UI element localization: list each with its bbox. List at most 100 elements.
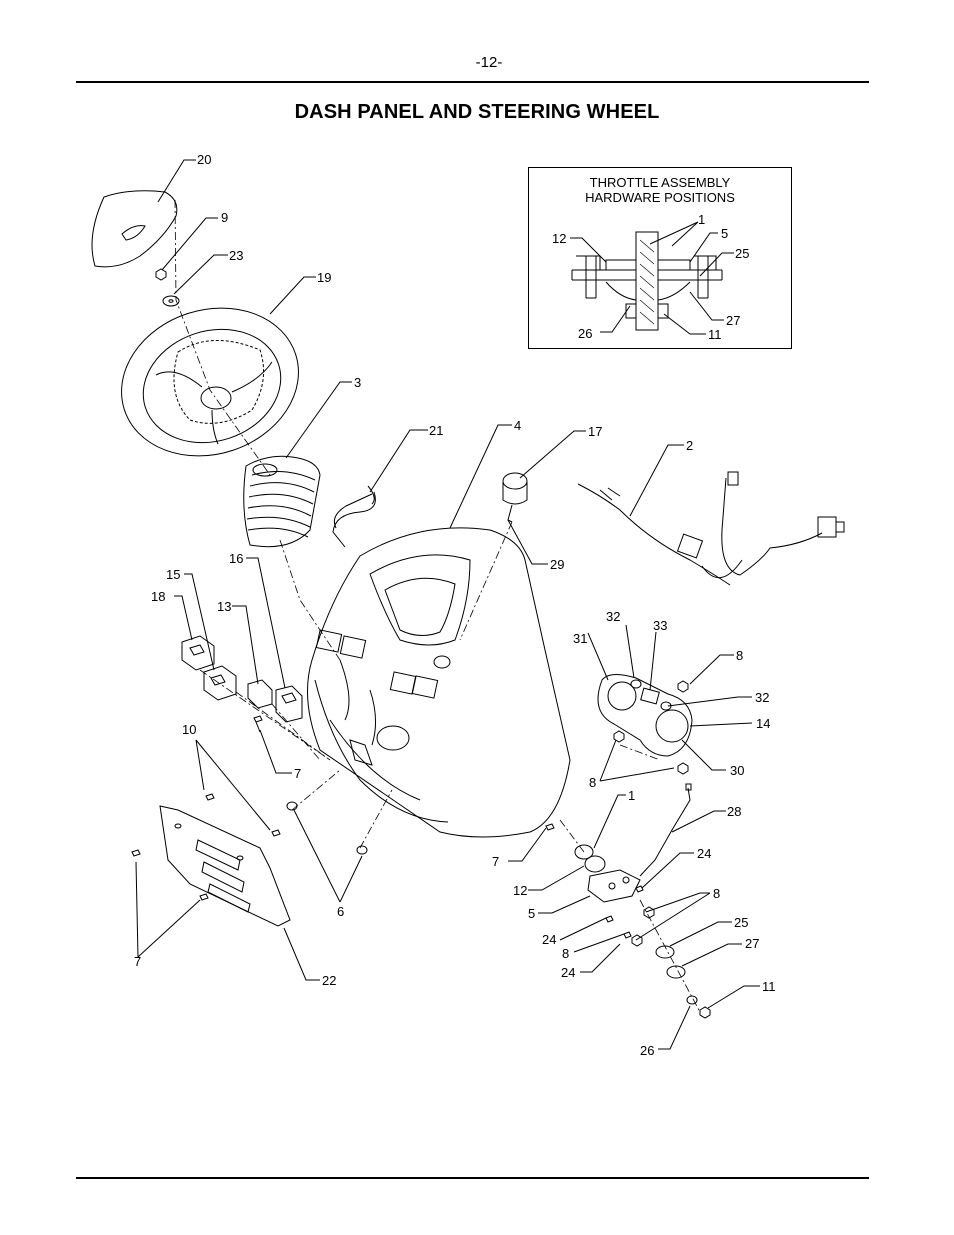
part-3-steering-boot [243,455,321,548]
throttle-assembly [574,844,711,1019]
callout-13: 13 [217,599,231,614]
callout-6: 6 [337,904,344,919]
part-28-throttle-cable [639,783,692,877]
inset-callout-25: 25 [735,246,749,261]
callout-15: 15 [166,567,180,582]
callout-labels: 20 9 23 19 3 21 4 17 2 29 16 15 18 13 7 … [134,152,776,1058]
callout-3: 3 [354,375,361,390]
part-24-screw-c [623,931,632,939]
callout-32-a: 32 [606,609,620,624]
inset-callout-11: 11 [708,327,722,342]
footer-rule [76,1177,869,1179]
part-15-switch [203,665,237,701]
inset-callout-27: 27 [726,313,740,328]
inset-callout-5: 5 [721,226,728,241]
part-1-throttle-knob [574,844,594,860]
inset-callout-12: 12 [552,231,566,246]
part-10-screw-b [271,829,281,837]
part-6-grommet-a [286,801,298,811]
part-7-screw-c [199,893,209,901]
part-27-spring-washer [666,965,686,979]
part-23-washer [162,295,180,307]
part-2-wiring-harness [577,471,845,586]
callout-30: 30 [730,763,744,778]
callout-5: 5 [528,906,535,921]
callout-27: 27 [745,936,759,951]
callout-9: 9 [221,210,228,225]
callout-11: 11 [762,979,776,994]
part-13-switch [247,679,273,709]
header-rule [76,81,869,83]
part-22-bottom-panel [159,805,291,927]
callout-7-a: 7 [294,766,301,781]
inset-title-line-2: HARDWARE POSITIONS [585,190,735,205]
part-5-throttle-plate [587,869,641,903]
inset-callout-1: 1 [698,212,705,227]
callout-21: 21 [429,423,443,438]
part-24-screw-a [635,885,644,893]
page-number: -12- [475,54,503,71]
callout-25: 25 [734,915,748,930]
callout-8-b: 8 [589,775,596,790]
callout-14: 14 [756,716,770,731]
part-16-switch [275,685,303,723]
callout-31: 31 [573,631,587,646]
part-4-dash-panel [307,527,571,838]
part-26-bushing [686,995,698,1005]
callout-16: 16 [229,551,243,566]
callout-2: 2 [686,438,693,453]
throttle-inset-drawing [571,231,723,331]
page-title: DASH PANEL AND STEERING WHEEL [294,101,660,123]
inset-title-line-1: THROTTLE ASSEMBLY [589,175,731,190]
callout-26: 26 [640,1043,654,1058]
callout-8-a: 8 [736,648,743,663]
part-18-switch [181,635,215,671]
part-8-nut-a [677,680,689,693]
part-20-steering-cap [91,190,178,268]
callout-24-a: 24 [697,846,711,861]
throttle-inset-box [528,167,792,349]
callout-8-c: 8 [713,886,720,901]
callout-7-c: 7 [492,854,499,869]
part-7-screw-a [253,715,263,733]
part-12-throttle-washer [584,855,606,873]
part-19-steering-wheel [121,307,299,457]
callout-24-c: 24 [561,965,575,980]
callout-18: 18 [151,589,165,604]
part-20-cap-center [121,225,146,241]
callout-19: 19 [317,270,331,285]
callout-10: 10 [182,722,196,737]
part-7-screw-d [545,823,555,831]
part-11-nut [699,1006,711,1019]
part-8-nut-b [613,730,625,743]
callout-22: 22 [322,973,336,988]
callout-1: 1 [628,788,635,803]
callout-20: 20 [197,152,211,167]
part-8-nut-c [677,762,689,775]
callout-4: 4 [514,418,521,433]
inset-leaders [570,221,734,335]
callout-7-b: 7 [134,954,141,969]
part-10-screw-a [205,793,215,801]
callout-24-b: 24 [542,932,556,947]
part-9-nut [155,268,167,281]
callout-32-b: 32 [755,690,769,705]
throttle-inset-title: THROTTLE ASSEMBLY HARDWARE POSITIONS [528,175,792,205]
inset-callout-26: 26 [578,326,592,341]
part-8-nut-e [631,934,643,947]
part-7-screw-b [131,849,141,857]
callout-12: 12 [513,883,527,898]
callout-23: 23 [229,248,243,263]
inset-callout-labels: 1 5 12 25 27 26 11 [552,212,749,342]
part-25-washer [655,945,675,959]
callout-17: 17 [588,424,602,439]
callout-8-d: 8 [562,946,569,961]
callout-29: 29 [550,557,564,572]
callout-28: 28 [727,804,741,819]
part-17-key-switch [502,472,528,523]
part-6-grommet-b [356,845,368,855]
callout-33: 33 [653,618,667,633]
part-24-screw-b [605,915,614,923]
part-8-nut-d [643,906,655,919]
